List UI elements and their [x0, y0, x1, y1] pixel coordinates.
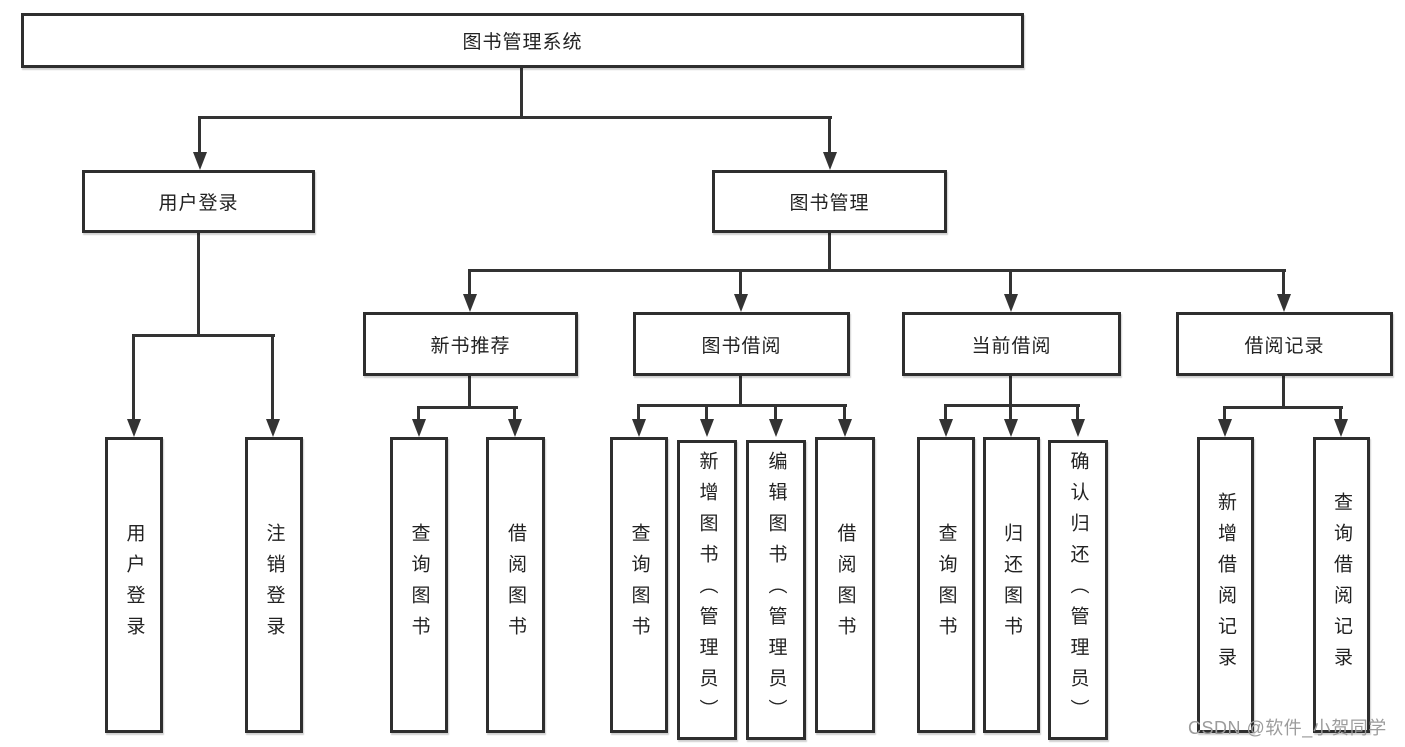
edge-to-leaf-logout	[271, 337, 274, 421]
edge-to-recommend-borrow	[513, 409, 516, 423]
edge-to-recommend-query	[417, 409, 420, 423]
edge-to-current-confirm	[1076, 407, 1079, 421]
edge-to-borrow-borrow	[843, 407, 846, 421]
arrowhead-borrow-query-icon	[632, 419, 646, 437]
leaf-current-query-label: 查询图书	[935, 523, 957, 647]
arrowhead-book-management-icon	[823, 152, 837, 170]
arrowhead-user-login-icon	[193, 152, 207, 170]
leaf-borrow-borrow-label: 借阅图书	[834, 523, 856, 647]
leaf-login: 用户登录	[105, 437, 163, 733]
node-book-management: 图书管理	[712, 170, 947, 233]
edge-records-stem	[1282, 376, 1285, 409]
leaf-borrow-edit: 编辑图书（管理员）	[746, 440, 806, 740]
arrowhead-records-query-icon	[1334, 419, 1348, 437]
edge-to-borrow	[739, 272, 742, 298]
leaf-records-query-label: 查询借阅记录	[1331, 492, 1352, 678]
edge-to-records-query	[1339, 409, 1342, 423]
leaf-borrow-query: 查询图书	[610, 437, 668, 733]
leaf-current-confirm: 确认归还（管理员）	[1048, 440, 1108, 740]
leaf-records-add-label: 新增借阅记录	[1215, 492, 1236, 678]
leaf-recommend-borrow: 借阅图书	[486, 437, 545, 733]
node-current-borrow: 当前借阅	[902, 312, 1121, 376]
leaf-current-confirm-label: 确认归还（管理员）	[1067, 450, 1089, 730]
leaf-borrow-add-label: 新增图书（管理员）	[696, 450, 718, 730]
edge-login-branch	[132, 334, 275, 337]
leaf-recommend-query: 查询图书	[390, 437, 448, 733]
edge-to-book-management	[828, 119, 831, 157]
edge-to-records-add	[1223, 409, 1226, 423]
leaf-records-add: 新增借阅记录	[1197, 437, 1254, 733]
arrowhead-recommend-icon	[463, 294, 477, 312]
leaf-borrow-add: 新增图书（管理员）	[677, 440, 737, 740]
arrowhead-borrow-borrow-icon	[838, 419, 852, 437]
arrowhead-current-icon	[1004, 294, 1018, 312]
watermark: CSDN @软件_小贺同学	[1188, 718, 1387, 738]
edge-books-stem	[828, 233, 831, 272]
leaf-borrow-borrow: 借阅图书	[815, 437, 875, 733]
arrowhead-leaf-logout-icon	[266, 419, 280, 437]
edge-to-records	[1282, 272, 1285, 298]
node-new-book-recommend: 新书推荐	[363, 312, 578, 376]
node-user-login: 用户登录	[82, 170, 315, 233]
leaf-login-label: 用户登录	[123, 523, 145, 647]
edge-borrow-branch	[637, 404, 847, 407]
edge-to-borrow-add	[705, 407, 708, 421]
edge-level2-branch	[198, 116, 832, 119]
leaf-borrow-edit-label: 编辑图书（管理员）	[765, 450, 787, 730]
leaf-current-return-label: 归还图书	[1001, 523, 1022, 647]
leaf-current-query: 查询图书	[917, 437, 975, 733]
leaf-recommend-borrow-label: 借阅图书	[505, 523, 526, 647]
edge-to-leaf-login	[132, 337, 135, 421]
edge-recommend-stem	[468, 376, 471, 409]
node-root: 图书管理系统	[21, 13, 1024, 68]
edge-to-current-query	[944, 407, 947, 421]
leaf-recommend-query-label: 查询图书	[408, 523, 430, 647]
node-book-borrow: 图书借阅	[633, 312, 850, 376]
arrowhead-borrow-edit-icon	[769, 419, 783, 437]
leaf-borrow-query-label: 查询图书	[628, 523, 650, 647]
edge-to-current	[1009, 272, 1012, 298]
arrowhead-records-icon	[1277, 294, 1291, 312]
leaf-logout: 注销登录	[245, 437, 303, 733]
node-borrow-records: 借阅记录	[1176, 312, 1393, 376]
edge-records-branch	[1223, 406, 1343, 409]
edge-root-stem	[520, 68, 523, 119]
edge-level3-branch	[468, 269, 1286, 272]
edge-to-borrow-edit	[774, 407, 777, 421]
arrowhead-leaf-login-icon	[127, 419, 141, 437]
edge-current-branch	[944, 404, 1080, 407]
arrowhead-recommend-borrow-icon	[508, 419, 522, 437]
arrowhead-current-confirm-icon	[1071, 419, 1085, 437]
edge-current-stem	[1009, 376, 1012, 407]
edge-to-recommend	[468, 272, 471, 298]
arrowhead-records-add-icon	[1218, 419, 1232, 437]
edge-to-borrow-query	[637, 407, 640, 421]
arrowhead-current-return-icon	[1004, 419, 1018, 437]
arrowhead-borrow-icon	[734, 294, 748, 312]
leaf-logout-label: 注销登录	[263, 523, 285, 647]
arrowhead-recommend-query-icon	[412, 419, 426, 437]
leaf-records-query: 查询借阅记录	[1313, 437, 1370, 733]
leaf-current-return: 归还图书	[983, 437, 1040, 733]
edge-borrow-stem	[739, 376, 742, 407]
edge-to-user-login	[198, 119, 201, 157]
arrowhead-borrow-add-icon	[700, 419, 714, 437]
edge-to-current-return	[1009, 407, 1012, 421]
edge-recommend-branch	[417, 406, 518, 409]
arrowhead-current-query-icon	[939, 419, 953, 437]
edge-login-stem	[197, 233, 200, 336]
